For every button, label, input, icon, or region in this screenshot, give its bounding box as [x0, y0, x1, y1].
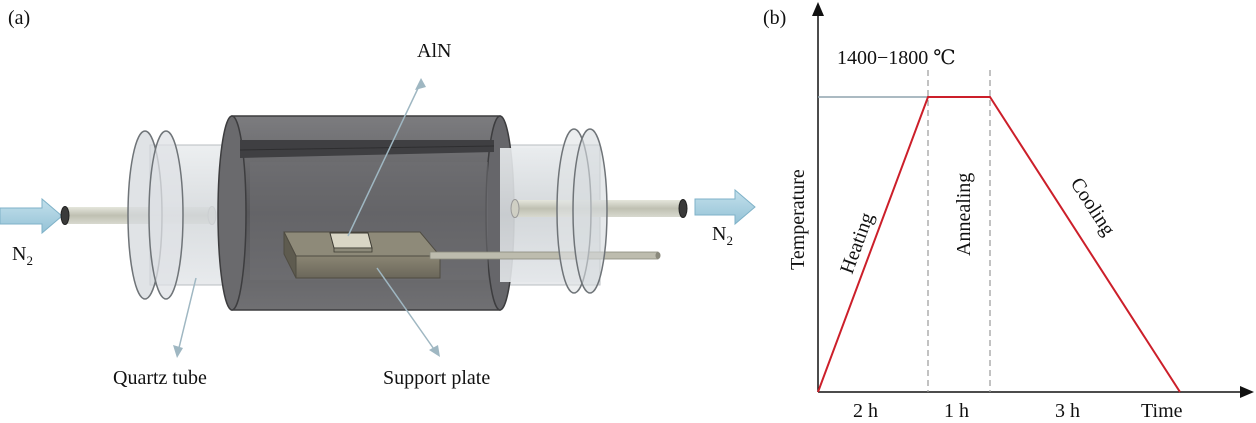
- y-axis-label: Temperature: [787, 169, 809, 270]
- stage-annealing-label: Annealing: [953, 173, 975, 256]
- inlet-flow-arrow: [0, 197, 63, 235]
- x-axis: [818, 386, 1254, 398]
- temperature-profile-line: [817, 96, 1181, 393]
- quartz-tube-label: Quartz tube: [113, 367, 207, 389]
- leader-aln: [347, 78, 426, 237]
- outlet-flow-arrow: [694, 188, 756, 226]
- support-plate-label: Support plate: [383, 367, 490, 389]
- temperature-range-label: 1400−1800 ℃: [837, 47, 956, 69]
- y-axis: [812, 2, 824, 392]
- panel-a-tag: (a): [8, 7, 30, 29]
- aln-label: AlN: [417, 40, 451, 62]
- left-flange: [127, 130, 184, 300]
- x-axis-label: Time: [1141, 400, 1183, 422]
- duration-cooling-label: 3 h: [1055, 400, 1080, 422]
- panel-b: (b) 1400−1800 ℃ Temperature Heating Anne…: [763, 2, 1254, 422]
- support-plate: [283, 231, 661, 279]
- aln-sample: [329, 232, 373, 253]
- stage-heating-label: Heating: [836, 210, 878, 277]
- right-flange: [556, 128, 608, 294]
- duration-heating-label: 2 h: [853, 400, 878, 422]
- duration-annealing-label: 1 h: [944, 400, 969, 422]
- panel-a: (a): [0, 7, 756, 389]
- leader-quartz-tube: [173, 277, 197, 358]
- leader-support-plate: [376, 267, 440, 357]
- panel-b-tag: (b): [763, 7, 786, 29]
- stage-cooling-label: Cooling: [1066, 174, 1120, 240]
- inlet-gas-label: N2: [12, 243, 33, 268]
- outlet-gas-label: N2: [712, 223, 733, 248]
